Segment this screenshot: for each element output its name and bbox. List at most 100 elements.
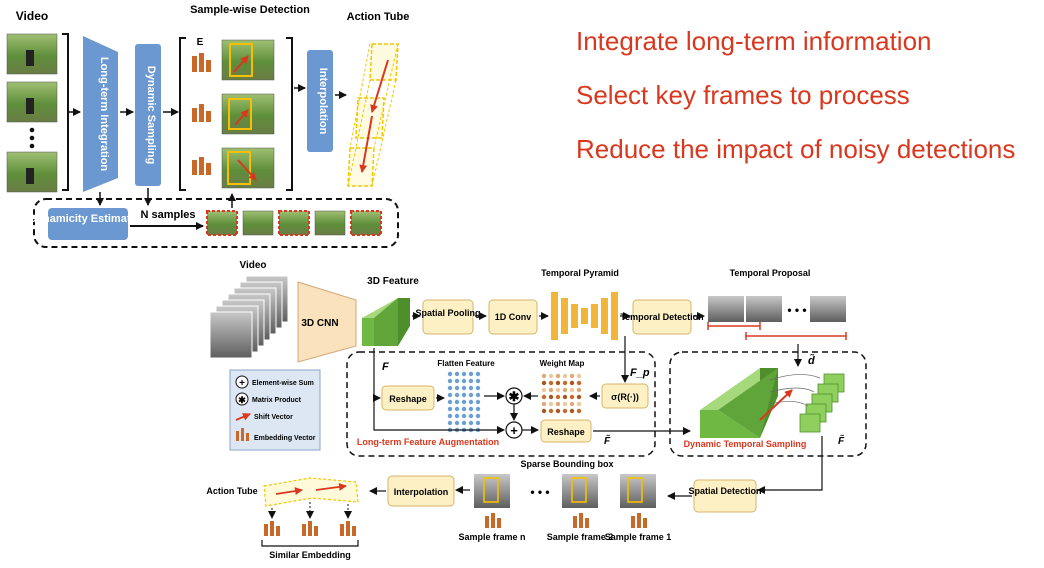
embedding-bar bbox=[276, 526, 280, 536]
flatten-feature-dot bbox=[468, 392, 474, 398]
top-interpolation-label: Interpolation bbox=[317, 68, 329, 135]
weight-map-label: Weight Map bbox=[540, 359, 585, 368]
weight-map-dot bbox=[576, 401, 582, 407]
embedding-bar bbox=[491, 513, 495, 528]
embedding-bar bbox=[573, 516, 577, 528]
flatten-feature-dot bbox=[461, 378, 467, 384]
flatten-feature-dot bbox=[447, 385, 453, 391]
shift-vector bbox=[759, 389, 793, 421]
sample-wise-detection-label: Sample-wise Detection bbox=[190, 4, 310, 16]
bullet-long-term: Integrate long-term information bbox=[576, 26, 932, 56]
ellipsis-dot bbox=[29, 135, 35, 141]
dts-feature-bar bbox=[700, 368, 793, 438]
weight-map-dot bbox=[562, 387, 568, 393]
legend-embedding-label: Embedding Vector bbox=[254, 435, 316, 442]
proposal-frame bbox=[746, 296, 782, 322]
weight-map-dot bbox=[548, 373, 554, 379]
flatten-feature-dot bbox=[447, 392, 453, 398]
spatial-pooling-block bbox=[422, 299, 474, 335]
shift-vector bbox=[275, 487, 303, 496]
sample-frame bbox=[474, 474, 510, 508]
flatten-feature-dot bbox=[461, 413, 467, 419]
sample-frame-n-text: Sample frame n bbox=[458, 532, 525, 542]
embedding-bar bbox=[637, 513, 641, 528]
bounding-box bbox=[483, 477, 499, 503]
weight-map-dot bbox=[562, 394, 568, 400]
flatten-feature-dot bbox=[447, 378, 453, 384]
flatten-feature-dot bbox=[475, 420, 481, 426]
embedding-bar bbox=[192, 108, 197, 122]
flatten-feature-dot bbox=[447, 413, 453, 419]
flatten-feature-dot bbox=[475, 378, 481, 384]
flatten-feature-dot bbox=[447, 399, 453, 405]
shift-vector bbox=[233, 55, 249, 73]
embedding-bar bbox=[192, 160, 197, 175]
flatten-feature-dot bbox=[468, 378, 474, 384]
spatial-detection-block bbox=[693, 479, 757, 513]
flatten-feature-dot bbox=[447, 371, 453, 377]
weight-map-dot bbox=[576, 387, 582, 393]
embedding-bar bbox=[246, 433, 249, 441]
proposal-span bbox=[745, 332, 847, 340]
embedding-bars bbox=[192, 53, 211, 175]
f-tilde-label-2: F̃ bbox=[838, 434, 845, 447]
pyramid-bar bbox=[611, 292, 618, 340]
bounding-box bbox=[228, 98, 252, 130]
sample-frame-1-text: Sample frame 1 bbox=[605, 532, 672, 542]
top-video-frames bbox=[6, 33, 58, 193]
sample-thumbnails bbox=[206, 210, 382, 236]
weight-map-dot bbox=[569, 387, 575, 393]
flatten-feature-dot bbox=[468, 371, 474, 377]
n-samples-label: N samples bbox=[140, 209, 195, 221]
flatten-feature-dot bbox=[454, 392, 460, 398]
d-label: d̃ bbox=[808, 354, 815, 367]
weight-map-dot bbox=[562, 373, 568, 379]
flatten-feature-dot bbox=[475, 392, 481, 398]
flatten-feature-dot bbox=[461, 392, 467, 398]
weight-map-dot bbox=[576, 394, 582, 400]
sampled-feature bbox=[799, 413, 821, 433]
stacked-frame bbox=[209, 311, 253, 359]
weight-map-dot bbox=[548, 387, 554, 393]
legend-sum-glyph: + bbox=[239, 378, 245, 389]
weight-map-dot bbox=[562, 408, 568, 414]
weight-map-dot bbox=[555, 373, 561, 379]
legend-sum-icon bbox=[235, 375, 249, 389]
pyramid-bar bbox=[601, 298, 608, 334]
embedding-bar bbox=[206, 60, 211, 72]
embedding-bar bbox=[236, 431, 239, 441]
embedding-e-label: E bbox=[197, 37, 204, 48]
proposal-frame bbox=[810, 296, 846, 322]
legend-embedding-icon bbox=[236, 428, 249, 441]
spatial-pooling-text: Spatial Pooling bbox=[415, 308, 480, 318]
ltfa-label: Long-term Feature Augmentation bbox=[357, 437, 499, 447]
weight-map-dot bbox=[555, 387, 561, 393]
flatten-feature-dot bbox=[468, 420, 474, 426]
weight-map-dot bbox=[569, 408, 575, 414]
sample-embeddings bbox=[485, 513, 647, 528]
embedding-bar bbox=[308, 521, 312, 536]
dts-label: Dynamic Temporal Sampling bbox=[684, 439, 807, 449]
sample-thumb bbox=[314, 210, 346, 236]
tube-edge bbox=[347, 43, 399, 187]
dynamicity-region bbox=[33, 198, 399, 248]
legend-product-glyph: ✱ bbox=[238, 395, 246, 405]
cube-side bbox=[398, 298, 410, 346]
flatten-feature-dot bbox=[461, 385, 467, 391]
embedding-bar bbox=[199, 53, 204, 72]
top-action-tube-label: Action Tube bbox=[347, 11, 410, 23]
sampling-curve bbox=[769, 374, 821, 407]
sampled-features bbox=[769, 373, 845, 433]
bounding-box bbox=[627, 477, 643, 503]
temporal-proposal-frames: • • • bbox=[707, 296, 847, 340]
long-term-integration-label: Long-term Integration bbox=[98, 57, 110, 172]
top-video-label: Video bbox=[16, 9, 48, 23]
temporal-proposal-label: Temporal Proposal bbox=[730, 268, 811, 278]
flatten-feature-dot bbox=[454, 371, 460, 377]
embedding-bar bbox=[340, 524, 344, 536]
cube-body bbox=[374, 298, 398, 346]
weight-map-dot bbox=[541, 387, 547, 393]
sample-ellipsis: • • • bbox=[530, 485, 549, 499]
f-tilde-label: F̃ bbox=[604, 434, 611, 447]
embedding-bar bbox=[585, 518, 589, 528]
